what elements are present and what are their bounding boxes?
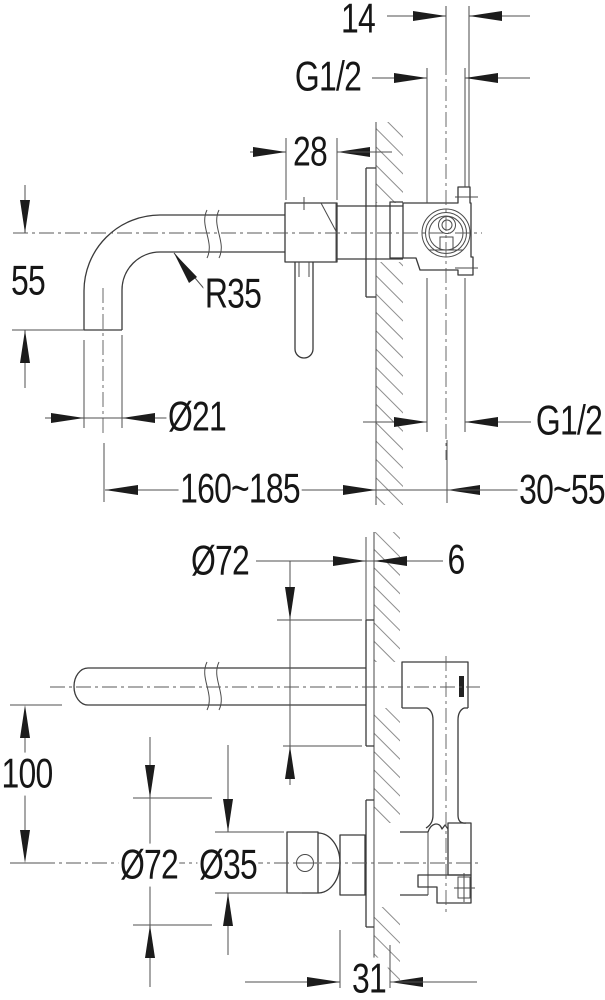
concealed-valve-bottom-view bbox=[400, 822, 475, 904]
centerlines-bottom-view bbox=[40, 656, 480, 912]
dim-label-plate-thickness: 6 bbox=[445, 535, 467, 583]
dim-label-handle-diameter: Ø35 bbox=[197, 840, 259, 888]
centerlines-top-view bbox=[13, 6, 482, 460]
pipe-break-symbol bbox=[216, 661, 222, 711]
pipe-break-symbol bbox=[204, 209, 210, 259]
dim-label-spout-escutcheon: Ø72 bbox=[189, 536, 251, 584]
concealed-body-bottom-view bbox=[401, 661, 469, 829]
dim-label-pipe-offset: 14 bbox=[339, 0, 377, 41]
handle-lever-top-view bbox=[294, 262, 314, 359]
wall-plates-bottom-view bbox=[365, 537, 374, 928]
dim-label-spout-drop: 55 bbox=[9, 256, 47, 304]
dim-label-body-width: 28 bbox=[291, 127, 329, 175]
dimensions-top-view bbox=[12, 11, 531, 503]
spout-top-view bbox=[83, 209, 285, 331]
top-view-drawing bbox=[12, 6, 531, 505]
dim-label-valve-escutcheon: Ø72 bbox=[118, 840, 180, 888]
handle-bottom-view bbox=[286, 831, 366, 896]
dimensions-bottom-view bbox=[10, 556, 477, 988]
dim-label-spout-diameter: Ø21 bbox=[166, 392, 228, 440]
dim-label-handle-offset: 31 bbox=[350, 954, 388, 1000]
pipe-break-symbol bbox=[204, 661, 210, 711]
dim-label-bend-radius: R35 bbox=[203, 269, 263, 317]
pipe-break-symbol bbox=[216, 209, 222, 259]
dim-label-thread-side: G1/2 bbox=[534, 396, 604, 444]
dim-label-wall-depth-range: 30~55 bbox=[517, 465, 605, 513]
concealed-valve-top-view bbox=[389, 186, 478, 276]
supply-pipe-top-view bbox=[426, 6, 470, 432]
bottom-view-drawing bbox=[10, 532, 480, 988]
wall-hatch-top-view bbox=[375, 122, 403, 505]
dim-label-thread-top: G1/2 bbox=[293, 52, 363, 100]
wall-hatch-bottom-view bbox=[373, 532, 400, 985]
dim-label-axis-distance: 100 bbox=[0, 749, 55, 797]
dim-label-reach-range: 160~185 bbox=[178, 464, 302, 512]
wall-plate-top-view bbox=[365, 167, 376, 298]
mixer-body-top-view bbox=[284, 197, 403, 263]
spout-bottom-view bbox=[73, 661, 366, 711]
